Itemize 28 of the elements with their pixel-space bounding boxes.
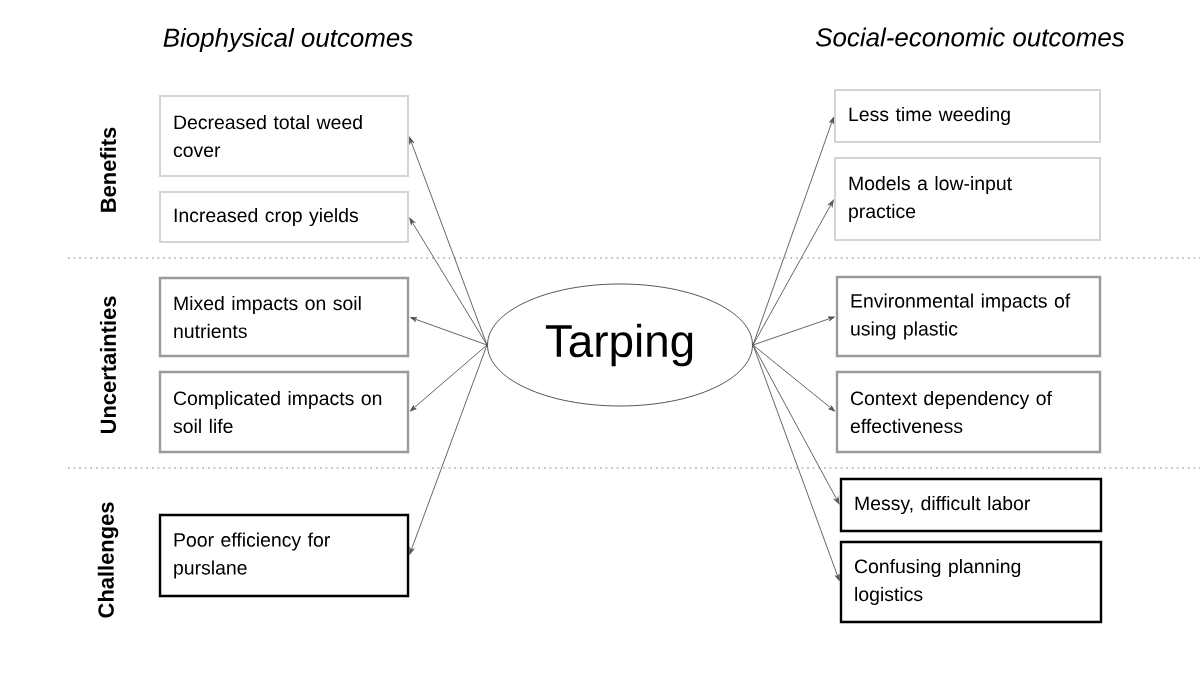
arrow: [752, 199, 834, 346]
outcome-box: Models a low-input practice: [834, 157, 1101, 241]
row-heading: Uncertainties: [99, 296, 117, 434]
outcome-box: Environmental impacts of using plastic: [835, 275, 1102, 358]
outcome-box: Confusing planning logistics: [839, 540, 1103, 624]
arrow: [409, 344, 488, 412]
arrow: [410, 317, 488, 346]
arrow: [752, 316, 835, 346]
outcome-box: Mixed impacts on soil nutrients: [158, 276, 410, 358]
row-heading: Benefits: [99, 127, 117, 212]
ellipse-node: Tarping: [487, 283, 753, 407]
outcome-box: Messy, difficult labor: [839, 477, 1103, 533]
row-heading: Challenges: [97, 502, 119, 618]
outcome-box: Decreased total weed cover: [159, 95, 409, 177]
outcome-box: Poor efficiency for purslane: [158, 513, 410, 598]
column-heading: Biophysical outcomes: [163, 27, 413, 53]
outcome-box: Less time weeding: [834, 89, 1101, 143]
arrow: [409, 344, 488, 555]
outcome-box: Context dependency of effectiveness: [835, 370, 1102, 454]
arrow: [752, 344, 836, 412]
outcome-box: Increased crop yields: [159, 191, 409, 243]
arrow: [752, 116, 834, 346]
arrow: [752, 344, 840, 505]
outcome-box: Complicated impacts on soil life: [158, 370, 410, 454]
arrow: [752, 344, 840, 582]
arrow: [409, 136, 488, 346]
arrow: [409, 217, 488, 346]
column-heading: Social-economic outcomes: [815, 27, 1125, 47]
